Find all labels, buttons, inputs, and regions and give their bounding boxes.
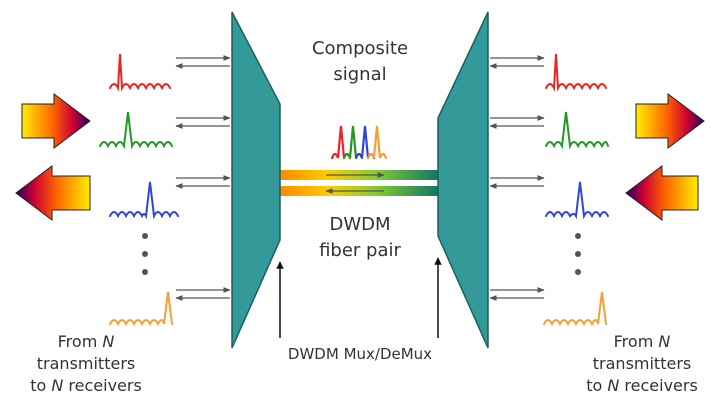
fiber-pair-label: DWDM fiber pair [290, 212, 430, 264]
left-from-text: From [57, 332, 103, 351]
right-n-1: N [658, 332, 671, 351]
right-endpoint-line3: to N receivers [574, 375, 710, 397]
left-blue-signal [109, 181, 179, 220]
right-arrow-pairs [489, 55, 545, 301]
left-n-2: N [51, 376, 64, 395]
left-endpoint-line2: transmitters [36, 354, 136, 373]
composite-signal-label: Composite signal [290, 36, 430, 88]
composite-orange-peak [366, 125, 388, 160]
right-endpoint-line1: From N [574, 331, 710, 353]
left-red-signal [109, 53, 171, 92]
right-demux [437, 11, 489, 349]
left-to-text: to [30, 376, 52, 395]
right-orange-signal [543, 291, 607, 327]
right-ellipsis-dots [575, 233, 581, 275]
right-from-text: From [613, 332, 659, 351]
right-green-signal [545, 111, 609, 150]
left-input-arrow [15, 165, 91, 221]
left-endpoint-label: From N transmitters to N receivers [20, 331, 152, 397]
left-orange-signal [109, 291, 173, 327]
right-output-arrow [635, 93, 705, 149]
right-n-2: N [607, 376, 620, 395]
muxdemux-text: DWDM Mux/DeMux [287, 345, 433, 363]
left-ellipsis-dots [142, 233, 148, 275]
right-input-arrow [625, 165, 699, 221]
composite-signal-line2: signal [333, 64, 387, 85]
left-receivers-text: receivers [63, 376, 142, 395]
right-to-text: to [586, 376, 608, 395]
right-receivers-text: receivers [619, 376, 698, 395]
fiber-pair-line1: DWDM [329, 214, 391, 235]
left-signals [99, 53, 179, 327]
muxdemux-label: DWDM Mux/DeMux [270, 344, 450, 365]
fiber-pair-line2: fiber pair [319, 240, 401, 261]
dwdm-fiber-pair [280, 170, 438, 196]
left-output-arrow [21, 93, 91, 149]
left-mux [231, 11, 281, 349]
right-endpoint-line2: transmitters [592, 354, 692, 373]
right-red-signal [545, 53, 607, 92]
composite-signal-line1: Composite [311, 38, 409, 59]
right-signals [543, 53, 609, 327]
right-endpoint-label: From N transmitters to N receivers [574, 331, 710, 397]
left-n-1: N [102, 332, 115, 351]
left-arrow-pairs [175, 55, 231, 301]
composite-signal-spectrum [330, 125, 388, 160]
left-green-signal [99, 111, 173, 150]
right-blue-signal [545, 181, 609, 220]
left-endpoint-line3: to N receivers [20, 375, 152, 397]
left-endpoint-line1: From N [20, 331, 152, 353]
